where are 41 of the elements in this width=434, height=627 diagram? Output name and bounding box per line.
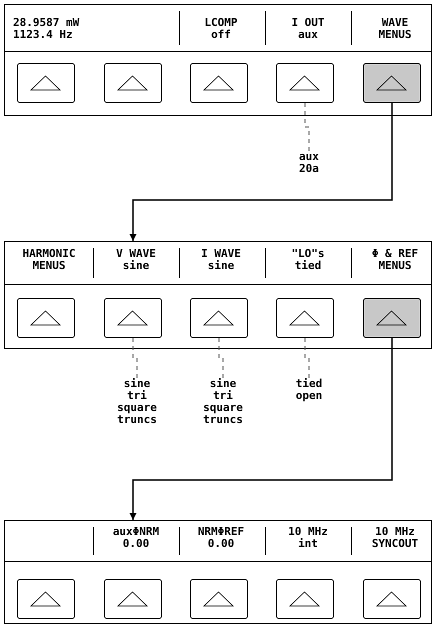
option-list: tied open <box>294 378 324 402</box>
option-list: sine tri square truncs <box>202 378 244 426</box>
display-panel <box>4 4 432 116</box>
softkey-label: HARMONIC MENUS <box>21 248 77 272</box>
leader-line <box>304 338 310 378</box>
softkey-label: WAVE MENUS <box>377 17 413 41</box>
softkey-button <box>190 63 248 103</box>
softkey-button <box>104 579 162 619</box>
softkey-button <box>190 298 248 338</box>
softkey-button <box>17 298 75 338</box>
leader-line <box>132 338 138 378</box>
arrow <box>130 103 393 241</box>
softkey-button <box>276 298 334 338</box>
softkey-button <box>17 63 75 103</box>
option-list: sine tri square truncs <box>116 378 158 426</box>
softkey-button <box>104 298 162 338</box>
softkey-button <box>276 579 334 619</box>
softkey-label: I OUT aux <box>290 17 326 41</box>
softkey-button <box>104 63 162 103</box>
softkey-button <box>190 579 248 619</box>
display-panel <box>4 520 432 624</box>
softkey-label: "LO"s tied <box>286 248 330 272</box>
display-readout: 28.9587 mW 1123.4 Hz <box>13 17 82 41</box>
softkey-label: 10 MHz SYNCOUT <box>370 526 420 550</box>
softkey-button <box>363 63 421 103</box>
softkey-label: Φ & REF MENUS <box>370 248 420 272</box>
softkey-button <box>363 298 421 338</box>
softkey-label: NRMΦREF 0.00 <box>196 526 246 550</box>
softkey-label: I WAVE sine <box>200 248 242 272</box>
softkey-label: V WAVE sine <box>112 248 160 272</box>
arrow <box>130 338 393 520</box>
softkey-label: 10 MHz int <box>286 526 330 550</box>
softkey-label: LCOMP off <box>203 17 239 41</box>
softkey-button <box>17 579 75 619</box>
display-panel <box>4 241 432 349</box>
softkey-label: auxΦNRM 0.00 <box>112 526 160 550</box>
softkey-button <box>276 63 334 103</box>
softkey-button <box>363 579 421 619</box>
option-list: aux 20a <box>298 151 320 175</box>
leader-line <box>218 338 224 378</box>
leader-line <box>304 102 310 152</box>
